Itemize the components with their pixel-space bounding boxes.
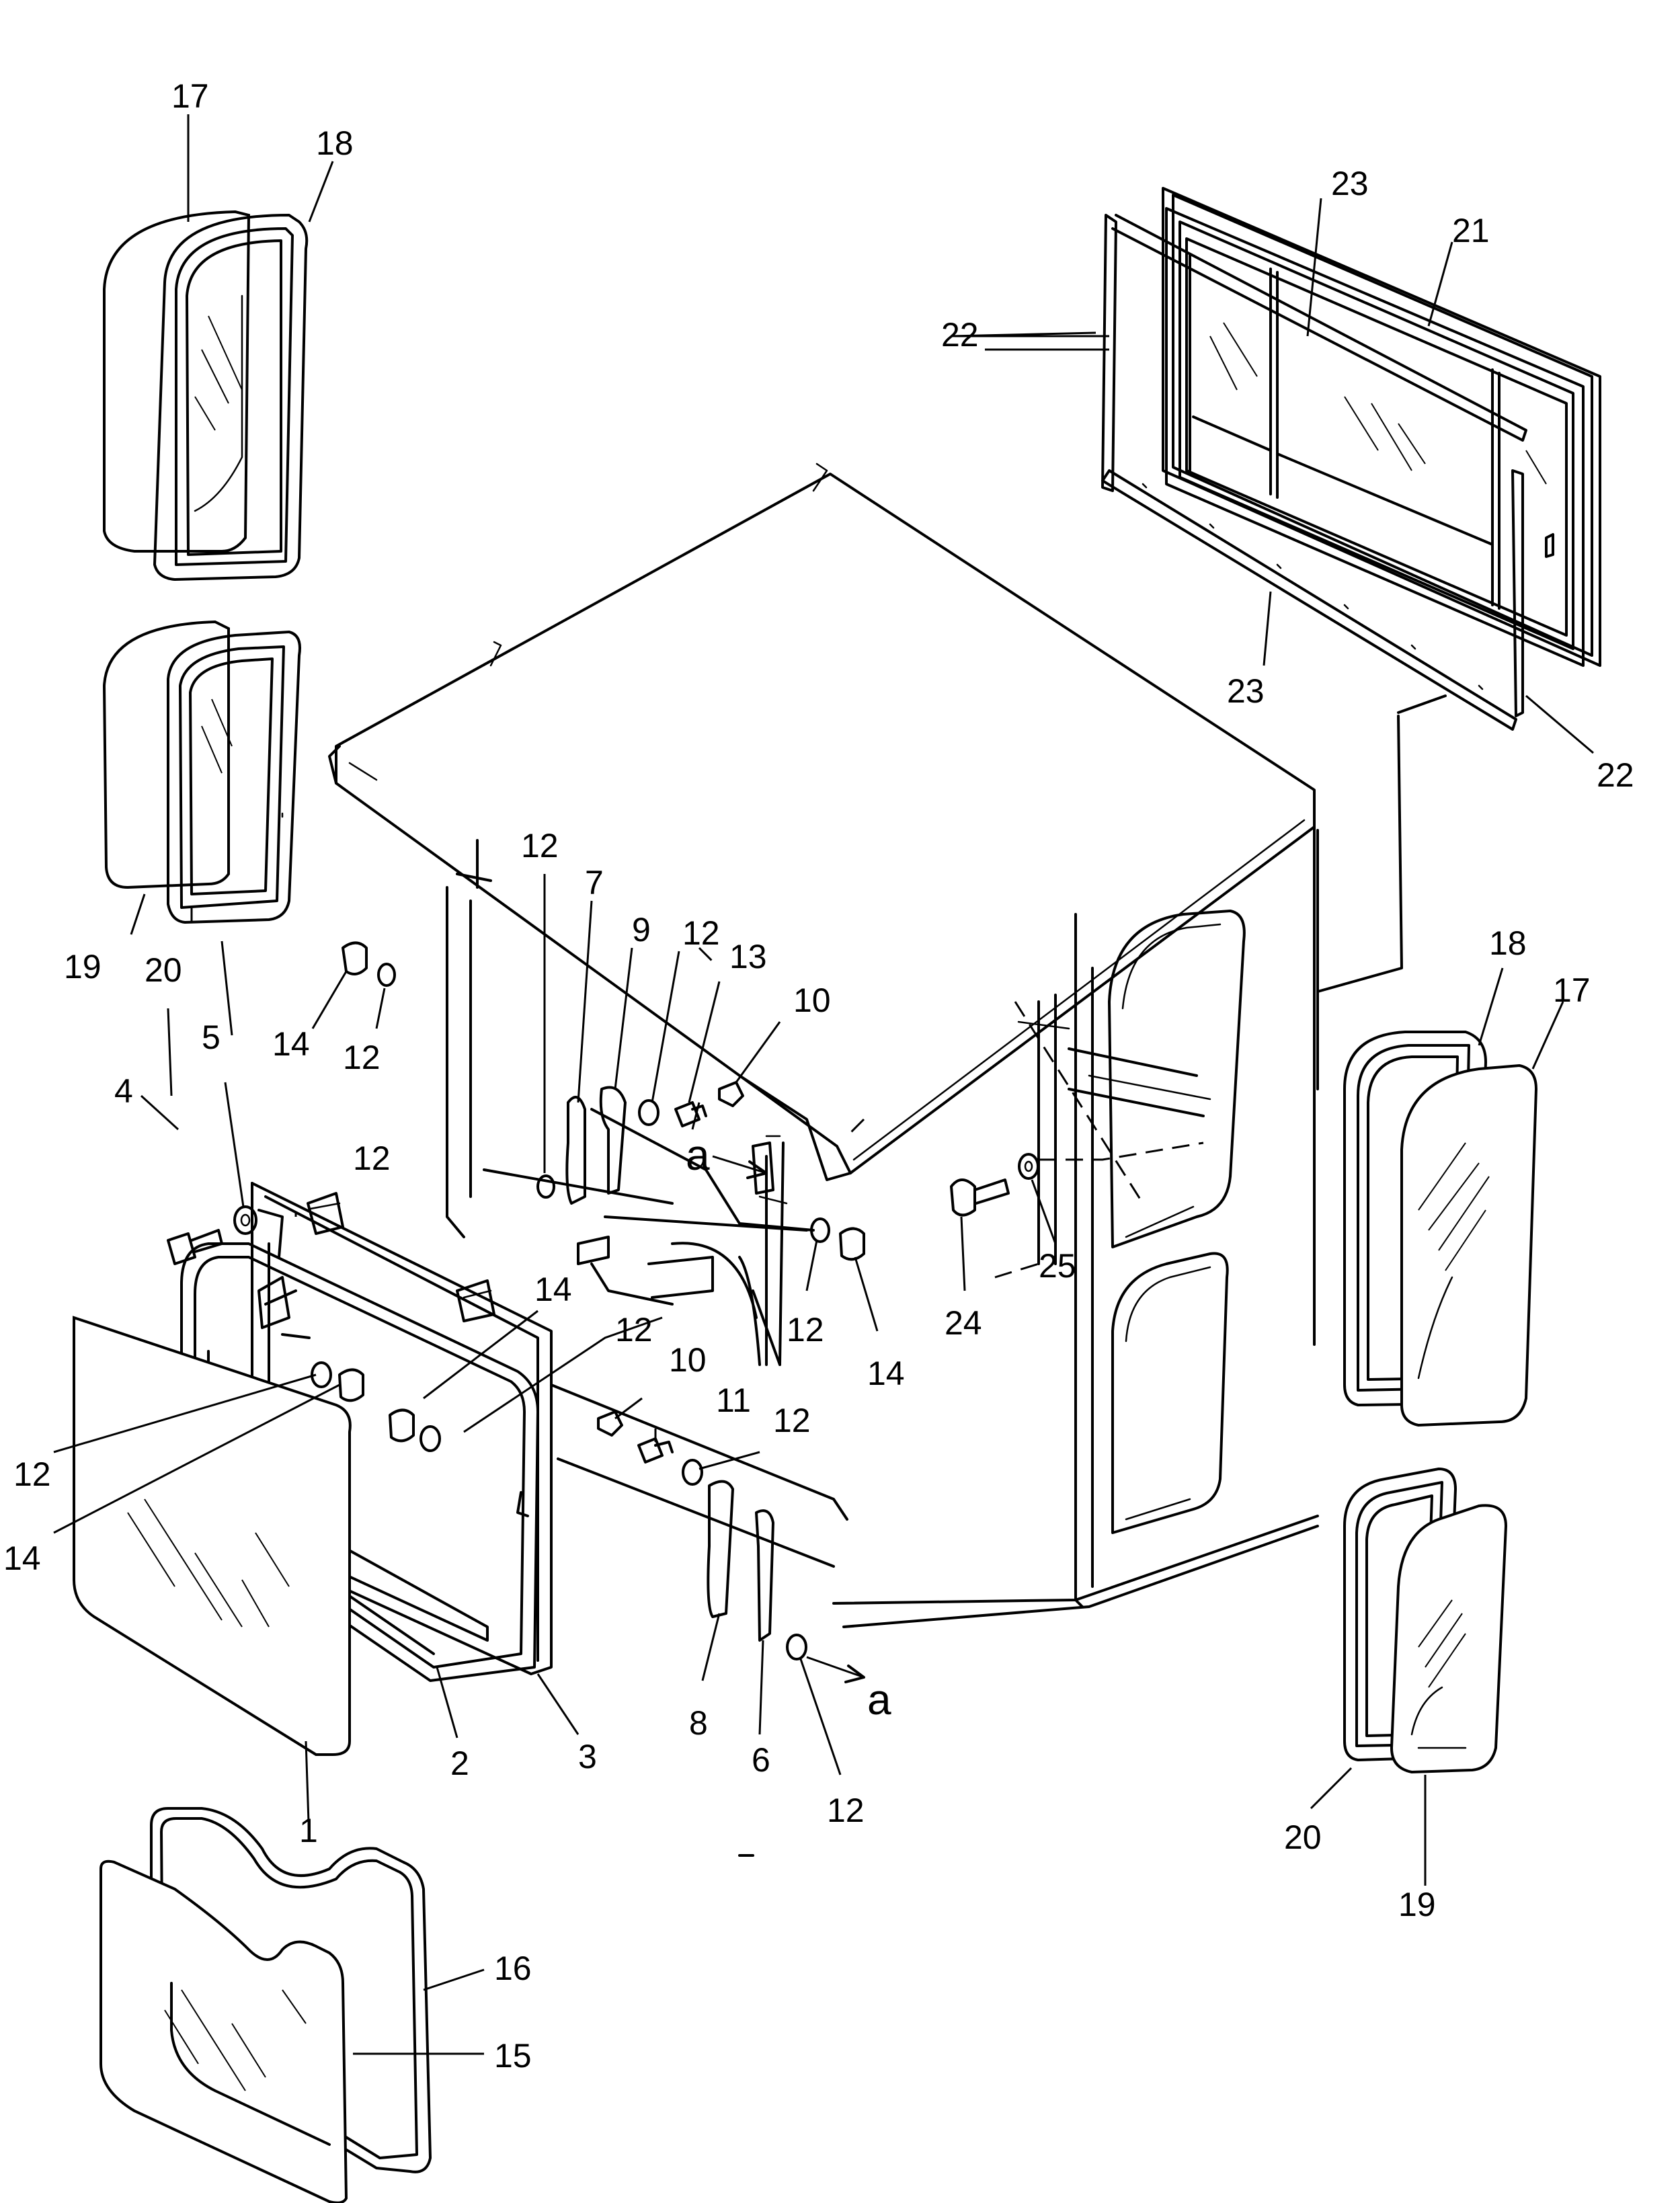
label-part-12: 12 — [787, 1311, 824, 1349]
leader-lines — [53, 114, 1594, 2055]
hardware — [167, 941, 1039, 1660]
label-part-18: 18 — [316, 124, 354, 162]
label-part-9: 9 — [632, 911, 651, 949]
label-part-6: 6 — [752, 1741, 770, 1779]
label-part-8: 8 — [689, 1704, 708, 1742]
label-part-3: 3 — [578, 1738, 597, 1775]
label-part-11: 11 — [716, 1381, 751, 1419]
label-part-15: 15 — [494, 2037, 532, 2075]
label-part-21: 21 — [1452, 212, 1490, 249]
label-part-25: 25 — [1039, 1247, 1076, 1285]
ref-a: a — [686, 1131, 710, 1179]
label-part-12: 12 — [615, 1311, 653, 1349]
label-part-23: 23 — [1227, 672, 1265, 710]
part-labels: 17 18 19 20 12 7 9 12 13 10 14 12 5 4 a … — [3, 77, 1634, 2075]
label-part-14: 14 — [867, 1355, 905, 1392]
label-part-14: 14 — [534, 1271, 572, 1308]
label-part-12: 12 — [682, 914, 720, 952]
label-part-16: 16 — [494, 1950, 532, 1987]
label-part-23: 23 — [1331, 165, 1369, 202]
label-part-14: 14 — [272, 1025, 310, 1063]
label-part-12: 12 — [353, 1139, 391, 1177]
label-part-10: 10 — [793, 982, 831, 1019]
label-part-18: 18 — [1489, 924, 1527, 962]
label-part-12: 12 — [521, 827, 559, 865]
label-part-7: 7 — [585, 864, 604, 902]
label-part-12: 12 — [13, 1455, 51, 1493]
label-part-12: 12 — [343, 1039, 381, 1076]
label-part-14: 14 — [3, 1539, 41, 1577]
label-part-12: 12 — [827, 1792, 865, 1829]
ref-a: a — [867, 1675, 891, 1724]
label-part-20: 20 — [1284, 1818, 1322, 1856]
label-part-4: 4 — [114, 1072, 133, 1110]
label-part-24: 24 — [945, 1304, 982, 1342]
label-part-2: 2 — [450, 1745, 469, 1782]
right-upper-side-window — [1343, 1031, 1538, 1427]
label-part-12: 12 — [773, 1402, 811, 1439]
label-part-10: 10 — [669, 1341, 707, 1379]
right-lower-side-window — [1343, 1468, 1508, 1774]
left-lower-side-window — [102, 620, 301, 924]
label-part-22: 22 — [941, 316, 979, 354]
door-glass — [73, 1316, 352, 1756]
left-upper-side-window — [103, 210, 309, 581]
label-part-17: 17 — [1553, 971, 1591, 1009]
lower-front-window — [99, 1807, 432, 2203]
label-part-17: 17 — [171, 77, 209, 115]
label-part-5: 5 — [202, 1018, 221, 1056]
label-part-19: 19 — [1398, 1886, 1436, 1923]
cab-body — [251, 463, 1447, 1857]
label-part-1: 1 — [299, 1812, 318, 1849]
label-part-20: 20 — [145, 951, 182, 989]
label-part-22: 22 — [1597, 756, 1634, 794]
rear-window-assembly — [1101, 187, 1601, 731]
label-part-19: 19 — [64, 948, 102, 986]
label-part-13: 13 — [729, 938, 767, 975]
